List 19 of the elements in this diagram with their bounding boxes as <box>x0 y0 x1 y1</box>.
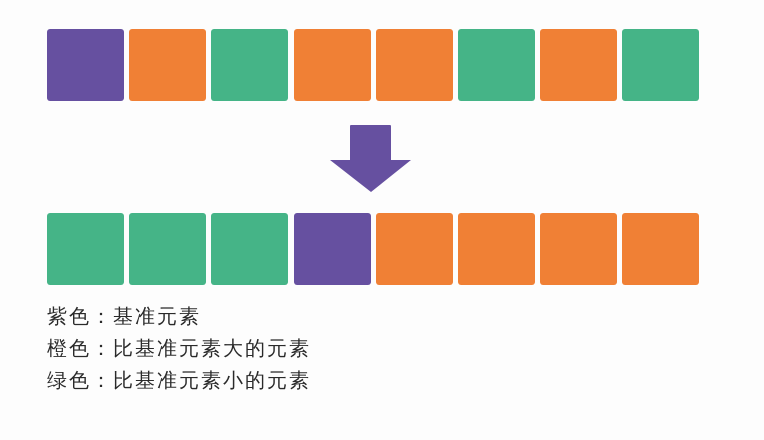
array-square <box>376 29 453 101</box>
array-square <box>376 213 453 285</box>
note-text: 橙色：比基准元素大的元素 <box>47 336 311 360</box>
array-square <box>294 29 371 101</box>
note-text: 绿色：比基准元素小的元素 <box>47 368 311 392</box>
array-square <box>458 213 535 285</box>
array-square <box>211 29 288 101</box>
array-square <box>540 29 617 101</box>
array-square <box>211 213 288 285</box>
array-square <box>540 213 617 285</box>
array-square <box>622 29 699 101</box>
array-square <box>622 213 699 285</box>
array-square <box>294 213 371 285</box>
array-square <box>129 29 206 101</box>
array-square <box>47 213 124 285</box>
array-square <box>458 29 535 101</box>
array-square <box>129 213 206 285</box>
note-text: 紫色：基准元素 <box>47 304 202 328</box>
array-square <box>47 29 124 101</box>
